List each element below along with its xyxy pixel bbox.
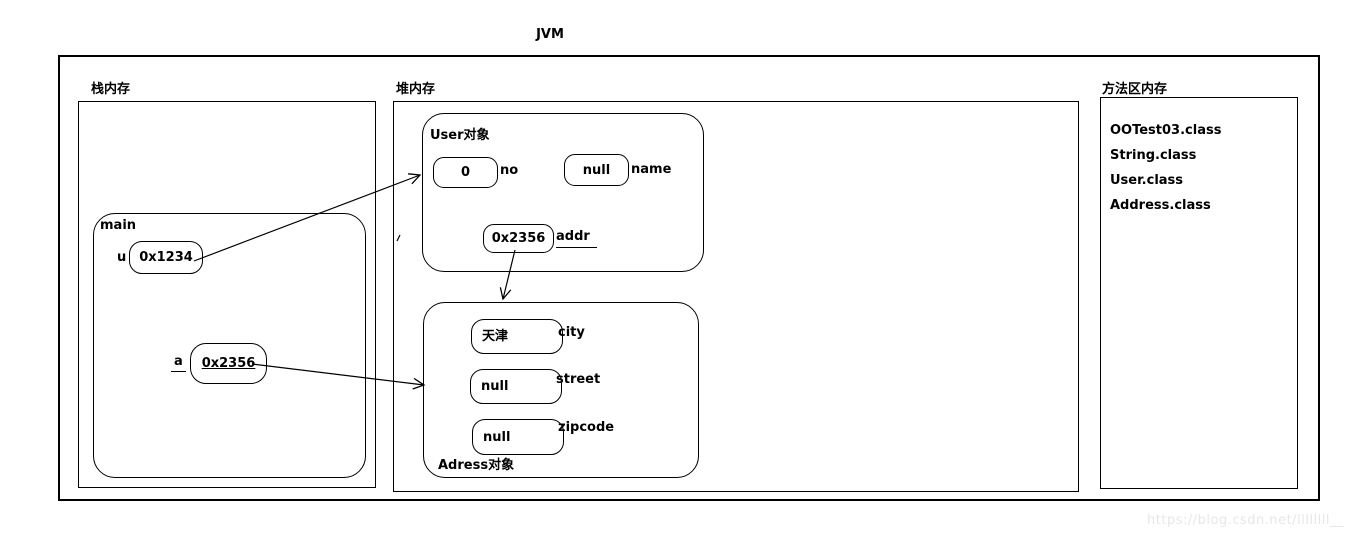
field-addr-value: 0x2356 <box>491 231 546 246</box>
stack-memory-label: 栈内存 <box>91 82 131 97</box>
class-item: String.class <box>1110 148 1197 163</box>
jvm-outer-box <box>58 55 1320 501</box>
class-item: Address.class <box>1110 198 1211 213</box>
stack-memory-box <box>78 101 376 488</box>
address-object-label: Adress对象 <box>438 458 515 473</box>
field-city-value: 天津 <box>482 329 509 344</box>
var-a-name: a <box>171 354 186 372</box>
user-object-label: User对象 <box>430 128 490 143</box>
field-no-value: 0 <box>460 165 471 180</box>
field-zipcode-name: zipcode <box>558 420 615 435</box>
var-u-name: u <box>117 250 127 265</box>
field-street-name: street <box>556 372 601 387</box>
address-object-box <box>423 302 699 478</box>
field-no-value-box: 0 <box>433 157 498 188</box>
field-city-value-box: 天津 <box>471 319 563 354</box>
field-street-value: null <box>481 379 509 394</box>
heap-memory-box <box>393 101 1079 492</box>
main-frame-label: main <box>100 218 137 233</box>
field-zipcode-value: null <box>483 429 511 445</box>
field-addr-value-box: 0x2356 <box>483 224 554 253</box>
field-zipcode-value-box: null <box>472 419 564 455</box>
class-item: OOTest03.class <box>1110 123 1222 138</box>
heap-memory-label: 堆内存 <box>396 82 436 97</box>
field-no-name: no <box>500 163 519 178</box>
field-name-value: null <box>582 162 611 178</box>
field-name-name: name <box>631 162 672 177</box>
method-area-label: 方法区内存 <box>1102 82 1168 97</box>
class-item: User.class <box>1110 173 1184 188</box>
var-u-value-box: 0x1234 <box>129 241 203 274</box>
var-a-value: 0x2356 <box>201 356 256 371</box>
watermark: https://blog.csdn.net/llllllll__ <box>1147 513 1344 528</box>
method-area-box <box>1100 97 1298 489</box>
user-object-box <box>422 113 704 272</box>
var-a-value-box: 0x2356 <box>190 343 267 384</box>
var-u-value: 0x1234 <box>139 250 193 265</box>
diagram-title: JVM <box>536 27 564 42</box>
field-city-name: city <box>558 325 585 340</box>
field-name-value-box: null <box>564 154 629 186</box>
field-addr-name: addr <box>556 229 597 248</box>
field-street-value-box: null <box>470 369 562 404</box>
class-list: OOTest03.class String.class User.class A… <box>1110 118 1221 218</box>
